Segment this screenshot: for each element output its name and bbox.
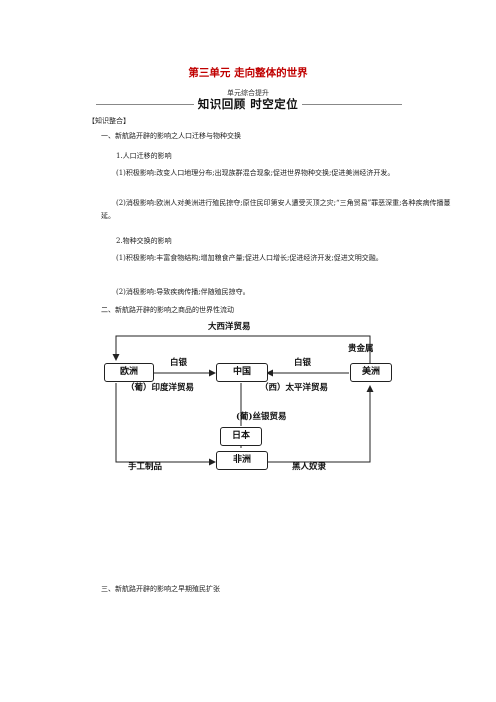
node-japan: 日本 <box>220 427 262 446</box>
node-china: 中国 <box>216 363 268 382</box>
node-europe: 欧洲 <box>104 363 154 382</box>
section-banner-text: 知识回顾 时空定位 <box>193 97 303 111</box>
heading-2: 二、新航路开辟的影响之商品的世界性流动 <box>101 306 234 314</box>
label-silver-right: 白银 <box>294 358 312 368</box>
label-pacific-trade: （西）太平洋贸易 <box>260 383 329 393</box>
label-atlantic-trade: 大西洋贸易 <box>208 322 251 332</box>
section-banner: 知识回顾 时空定位 <box>0 96 496 112</box>
subheading-1-2: 2.物种交换的影响 <box>116 237 172 245</box>
label-indian-ocean-trade: （葡）印度洋贸易 <box>126 383 195 393</box>
section-label: 【知识整合】 <box>88 117 130 125</box>
label-precious-metal: 贵金属 <box>348 344 374 354</box>
label-silk-silver-trade: (葡)丝银贸易 <box>236 412 287 422</box>
node-america: 美洲 <box>350 363 392 382</box>
page-subtitle: 单元综合提升 <box>227 89 269 97</box>
page-title: 第三单元 走向整体的世界 <box>188 67 308 79</box>
label-slaves: 黑人奴隶 <box>292 462 327 472</box>
banner-line-right <box>290 104 402 105</box>
paragraph-1-1-2: (2)消极影响:欧洲人对美洲进行殖民掠夺;原住民印第安人遭受灭顶之灾;“三角贸易… <box>101 199 451 220</box>
trade-flow-diagram: 大西洋贸易 贵金属 白银 白银 （葡）印度洋贸易 （西）太平洋贸易 (葡)丝银贸… <box>104 320 392 480</box>
label-manufactures: 手工制品 <box>128 462 163 472</box>
heading-1: 一、新航路开辟的影响之人口迁移与物种交换 <box>101 132 241 140</box>
banner-line-left <box>96 104 208 105</box>
paragraph-1-1-1: (1)积极影响:改变人口地理分布;出现族群混合现象;促进世界物种交换;促进美洲经… <box>116 169 395 177</box>
heading-3: 三、新航路开辟的影响之早期殖民扩张 <box>101 585 220 593</box>
paragraph-1-2-1: (1)积极影响:丰富食物结构;增加粮食产量;促进人口增长;促进经济开发;促进文明… <box>116 254 383 262</box>
subheading-1-1: 1.人口迁移的影响 <box>116 152 172 160</box>
paragraph-1-2-2: (2)消极影响:导致疾病传播;伴随殖民掠夺。 <box>116 288 250 296</box>
node-africa: 非洲 <box>216 451 268 470</box>
label-silver-left: 白银 <box>170 358 188 368</box>
